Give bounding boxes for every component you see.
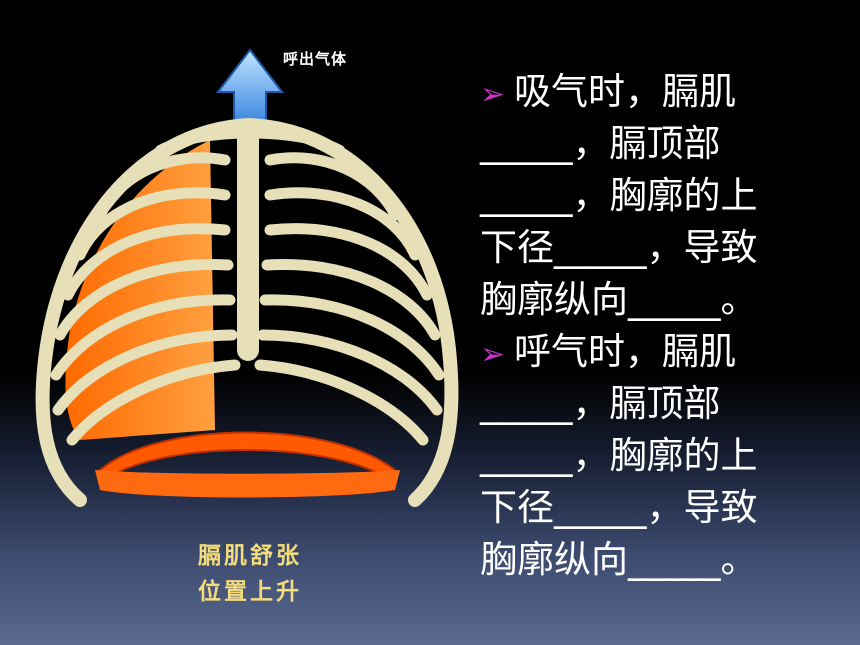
- text-line-9: 下径_____，导致: [480, 482, 850, 534]
- exhale-arrow-icon: [215, 48, 285, 125]
- bullet-arrow-icon: ➢: [480, 77, 506, 112]
- exhale-heading: 呼气时，膈肌: [514, 330, 736, 373]
- fill-in-line: _____，胸廓的上: [480, 434, 758, 477]
- inhale-heading: 吸气时，膈肌: [514, 70, 736, 113]
- text-line-6: ➢呼气时，膈肌: [480, 326, 850, 378]
- fill-in-line: 胸廓纵向_____。: [480, 538, 758, 581]
- fill-in-line: _____，膈顶部: [480, 382, 721, 425]
- text-line-2: _____，膈顶部: [480, 118, 850, 170]
- diaphragm: [95, 431, 400, 498]
- fill-in-line: 下径_____，导致: [480, 486, 758, 529]
- text-line-4: 下径_____，导致: [480, 222, 850, 274]
- exhale-label: 呼出气体: [283, 50, 348, 68]
- fill-in-line: 胸廓纵向_____。: [480, 278, 758, 321]
- caption-line-1: 膈肌舒张: [198, 543, 302, 569]
- fill-in-line: _____，膈顶部: [480, 122, 721, 165]
- text-line-8: _____，胸廓的上: [480, 430, 850, 482]
- caption-line-2: 位置上升: [198, 579, 302, 605]
- text-line-10: 胸廓纵向_____。: [480, 534, 850, 586]
- text-line-5: 胸廓纵向_____。: [480, 274, 850, 326]
- fill-in-line: _____，胸廓的上: [480, 174, 758, 217]
- fill-in-line: 下径_____，导致: [480, 226, 758, 269]
- text-line-1: ➢吸气时，膈肌: [480, 66, 850, 118]
- rib-cage: [35, 118, 459, 507]
- diagram-caption: 膈肌舒张 位置上升: [198, 538, 302, 610]
- text-line-3: _____，胸廓的上: [480, 170, 850, 222]
- text-line-7: _____，膈顶部: [480, 378, 850, 430]
- rib-cage-illustration: [35, 48, 459, 507]
- bullet-arrow-icon: ➢: [480, 337, 506, 372]
- question-text-panel: ➢吸气时，膈肌 _____，膈顶部 _____，胸廓的上 下径_____，导致 …: [480, 66, 850, 586]
